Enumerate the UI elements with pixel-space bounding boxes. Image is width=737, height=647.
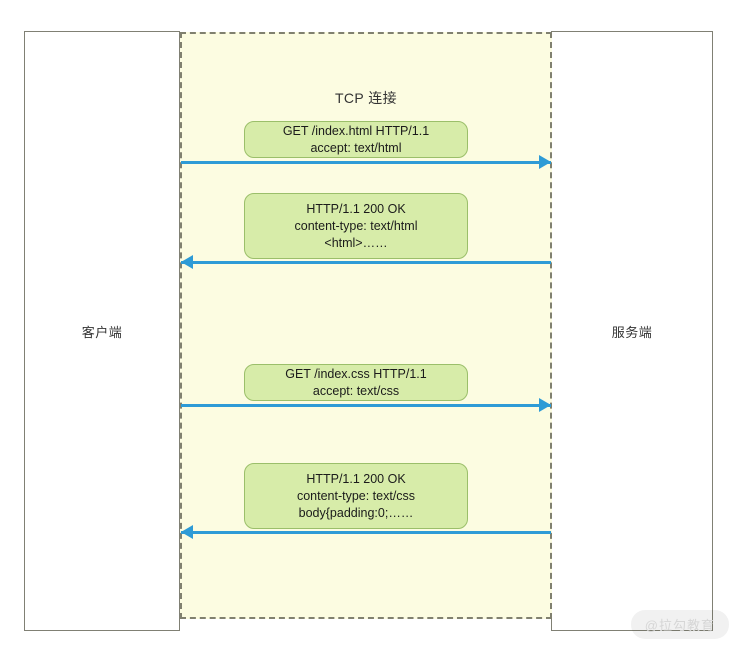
message-bubble-3: GET /index.css HTTP/1.1 accept: text/css [244,364,468,401]
message-bubble-1-line-2: accept: text/html [310,140,402,155]
message-arrow-3-head-right-icon [539,398,551,412]
message-bubble-4-line-3: body{padding:0;…… [298,505,414,520]
participant-client-box: 客户端 [24,31,180,631]
message-bubble-4-line-2: content-type: text/css [296,488,416,503]
tcp-connection-label: TCP 连接 [334,90,398,106]
participant-server-label: 服务端 [611,324,653,340]
message-bubble-2: HTTP/1.1 200 OK content-type: text/html … [244,193,468,259]
message-arrow-3-line [181,404,551,407]
message-arrow-2-head-left-icon [181,255,193,269]
message-bubble-4-line-1: HTTP/1.1 200 OK [306,471,406,486]
participant-client-label: 客户端 [81,324,123,340]
message-arrow-1-line [181,161,551,164]
message-bubble-1-line-1: GET /index.html HTTP/1.1 [282,123,430,138]
message-arrow-2-line [181,261,551,264]
message-bubble-2-line-2: content-type: text/html [294,218,418,233]
message-bubble-4: HTTP/1.1 200 OK content-type: text/css b… [244,463,468,529]
message-bubble-1: GET /index.html HTTP/1.1 accept: text/ht… [244,121,468,158]
message-arrow-1-head-right-icon [539,155,551,169]
message-arrow-4-line [181,531,551,534]
message-bubble-2-line-3: <html>…… [324,235,388,250]
message-bubble-3-line-1: GET /index.css HTTP/1.1 [285,366,427,381]
message-bubble-2-line-1: HTTP/1.1 200 OK [306,201,406,216]
message-arrow-4-head-left-icon [181,525,193,539]
participant-server-box: 服务端 [551,31,713,631]
message-bubble-3-line-2: accept: text/css [312,383,400,398]
